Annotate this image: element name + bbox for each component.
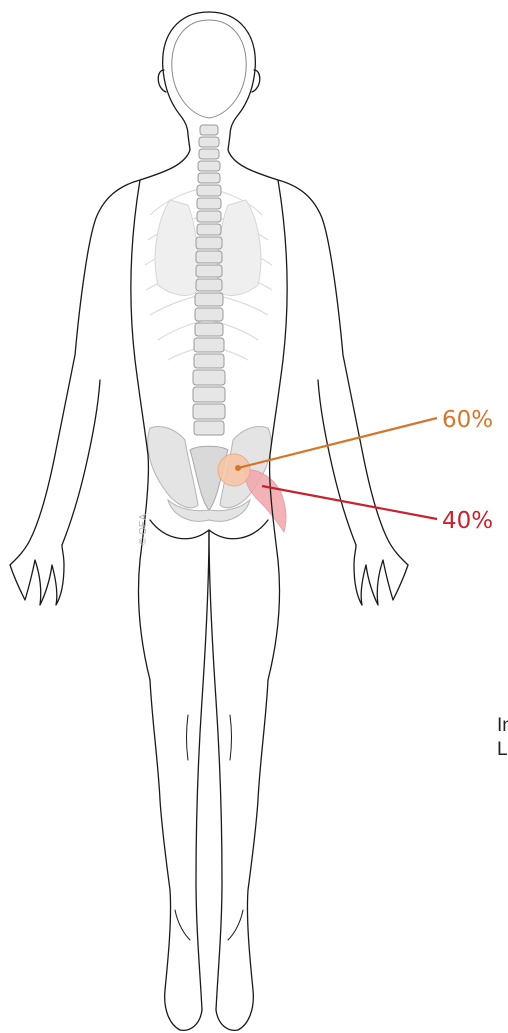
primary-pain-region [218,454,250,486]
callout-line-40 [262,486,437,519]
scapula-right [217,200,260,295]
copyright-text: © OEA [138,513,149,545]
callout-dot-60 [235,465,241,471]
callout-label-40: 40% [442,508,493,534]
cut-text-line-2: L [497,740,508,759]
spine [193,125,225,435]
cut-text-line-1: In [497,716,508,735]
callout-label-60: 60% [442,407,493,433]
scapula-left [155,200,198,295]
